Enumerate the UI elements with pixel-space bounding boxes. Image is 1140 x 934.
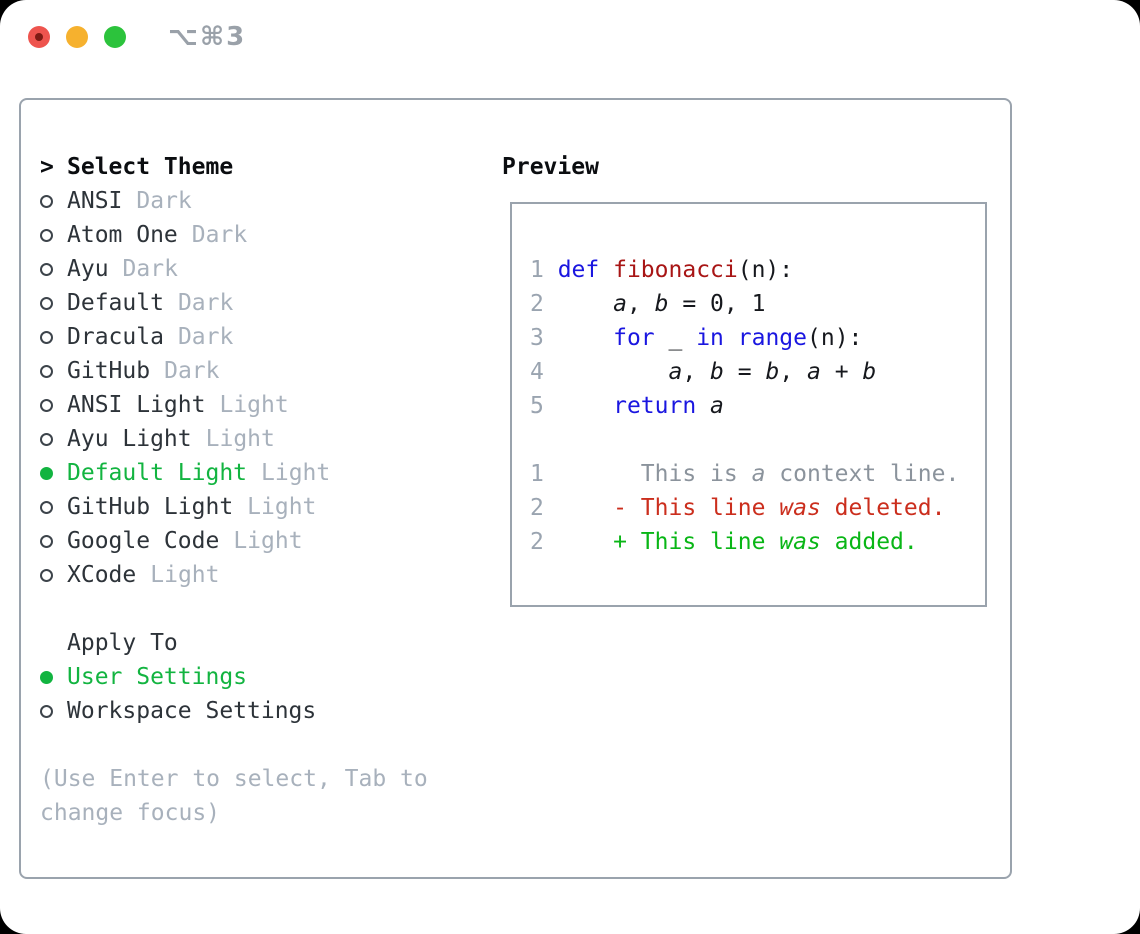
select-theme-title: Select Theme xyxy=(67,154,234,180)
theme-name: Default Light xyxy=(67,460,248,486)
theme-variant-tag: Light xyxy=(233,528,303,554)
theme-variant-tag: Light xyxy=(247,494,317,520)
preview-header: Preview xyxy=(502,150,599,184)
line-number: 2 xyxy=(530,495,558,521)
preview-line: 2 - This line was deleted. xyxy=(530,495,946,521)
theme-name: Atom One xyxy=(67,222,178,248)
preview-line: 2 a, b = 0, 1 xyxy=(530,291,766,317)
hint-line: change focus) xyxy=(40,800,221,826)
apply-to-option[interactable]: Workspace Settings xyxy=(40,694,316,728)
radio-icon xyxy=(40,670,67,684)
preview-title: Preview xyxy=(502,154,599,180)
theme-variant-tag: Light xyxy=(219,392,289,418)
theme-option[interactable]: Ayu Dark xyxy=(40,252,330,286)
line-number: 4 xyxy=(530,359,558,385)
theme-variant-tag: Dark xyxy=(136,188,192,214)
theme-variant-tag: Dark xyxy=(122,256,178,282)
line-number: 2 xyxy=(530,291,558,317)
theme-name: Dracula xyxy=(67,324,164,350)
close-button[interactable] xyxy=(28,26,50,48)
apply-to-label: User Settings xyxy=(67,664,248,690)
radio-icon xyxy=(40,398,67,412)
radio-icon xyxy=(40,262,67,276)
theme-option[interactable]: XCode Light xyxy=(40,558,330,592)
radio-icon xyxy=(40,194,67,208)
radio-icon xyxy=(40,704,67,718)
apply-to-label: Workspace Settings xyxy=(67,698,317,724)
zoom-button[interactable] xyxy=(104,26,126,48)
theme-variant-tag: Dark xyxy=(164,358,220,384)
line-number: 1 xyxy=(530,461,558,487)
titlebar: ⌥⌘3 xyxy=(0,0,1140,74)
radio-icon xyxy=(40,534,67,548)
theme-name: GitHub Light xyxy=(67,494,234,520)
radio-icon xyxy=(40,296,67,310)
theme-variant-tag: Light xyxy=(150,562,220,588)
theme-option[interactable]: Default Dark xyxy=(40,286,330,320)
radio-icon xyxy=(40,568,67,582)
preview-line: 5 return a xyxy=(530,393,724,419)
theme-name: ANSI Light xyxy=(67,392,206,418)
theme-name: ANSI xyxy=(67,188,123,214)
theme-variant-tag: Dark xyxy=(177,290,234,316)
apply-to-option[interactable]: User Settings xyxy=(40,660,316,694)
theme-name: GitHub xyxy=(67,358,151,384)
radio-icon xyxy=(40,500,67,514)
theme-option[interactable]: Ayu Light Light xyxy=(40,422,330,456)
theme-variant-tag: Light xyxy=(261,460,331,486)
theme-list-header: > Select Theme xyxy=(40,150,330,184)
theme-option[interactable]: ANSI Dark xyxy=(40,184,330,218)
radio-icon xyxy=(40,432,67,446)
window-title: ⌥⌘3 xyxy=(168,22,247,52)
hint-line: (Use Enter to select, Tab to xyxy=(40,766,428,792)
radio-icon xyxy=(40,364,67,378)
selection-prompt-icon: > xyxy=(40,154,54,180)
line-number: 5 xyxy=(530,393,558,419)
line-number: 2 xyxy=(530,529,558,555)
theme-option[interactable]: GitHub Light Light xyxy=(40,490,330,524)
theme-name: XCode xyxy=(67,562,137,588)
preview-line: 1 def fibonacci(n): xyxy=(530,257,794,283)
theme-option[interactable]: Dracula Dark xyxy=(40,320,330,354)
theme-variant-tag: Dark xyxy=(191,222,248,248)
theme-option[interactable]: GitHub Dark xyxy=(40,354,330,388)
keyboard-hint: (Use Enter to select, Tab to change focus… xyxy=(40,762,428,830)
preview-line xyxy=(530,423,985,457)
theme-option[interactable]: Atom One Dark xyxy=(40,218,330,252)
preview-pane: 1 def fibonacci(n): 2 a, b = 0, 1 3 for _ … xyxy=(510,202,987,607)
apply-to-title: Apply To xyxy=(67,630,178,656)
theme-name: Ayu Light xyxy=(67,426,192,452)
theme-name: Ayu xyxy=(67,256,109,282)
theme-name: Default xyxy=(67,290,164,316)
line-number: 1 xyxy=(530,257,558,283)
preview-line: 2 + This line was added. xyxy=(530,529,918,555)
radio-icon xyxy=(40,228,67,242)
theme-name: Google Code xyxy=(67,528,220,554)
theme-option[interactable]: Google Code Light xyxy=(40,524,330,558)
theme-option[interactable]: ANSI Light Light xyxy=(40,388,330,422)
theme-variant-tag: Light xyxy=(205,426,275,452)
radio-icon xyxy=(40,466,67,480)
theme-variant-tag: Dark xyxy=(177,324,234,350)
theme-option[interactable]: Default Light Light xyxy=(40,456,330,490)
preview-line: 4 a, b = b, a + b xyxy=(530,359,877,385)
preview-line: 3 for _ in range(n): xyxy=(530,325,863,351)
line-number: 3 xyxy=(530,325,558,351)
radio-icon xyxy=(40,330,67,344)
preview-line: 1 This is a context line. xyxy=(530,461,960,487)
minimize-button[interactable] xyxy=(66,26,88,48)
apply-to-header: Apply To xyxy=(40,626,316,660)
